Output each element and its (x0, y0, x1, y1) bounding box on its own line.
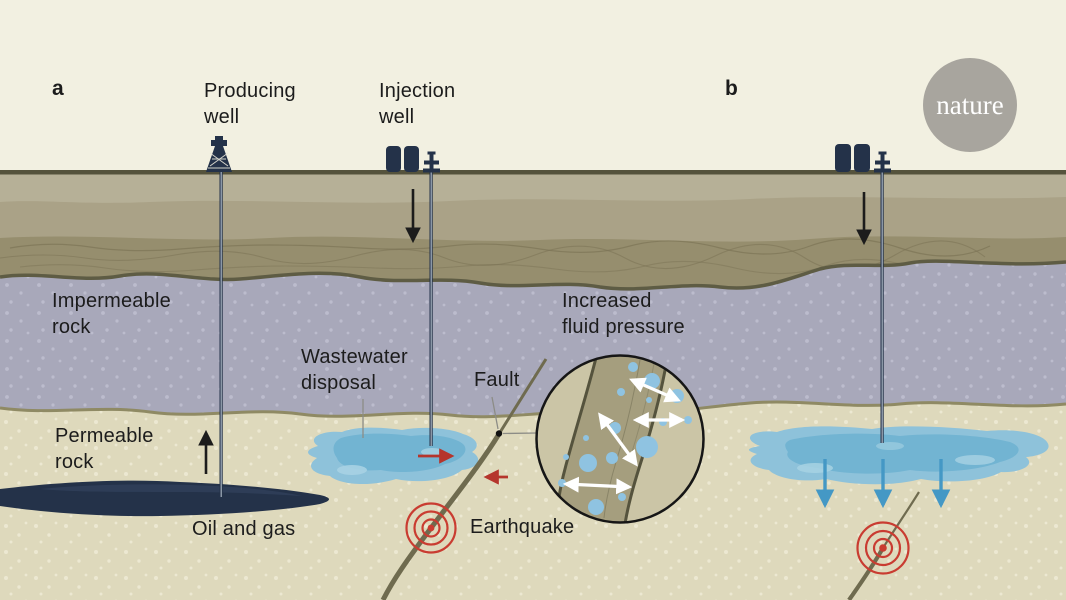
storage-tanks-icon-b (835, 144, 870, 172)
fault-point-dot (495, 430, 503, 437)
earthquake-rings-icon-b (856, 521, 910, 575)
wastewater-disposal-label: Wastewater disposal (301, 346, 408, 394)
permeable-rock-label: Permeable rock (55, 425, 154, 473)
storage-tanks-icon-a (386, 146, 419, 172)
oil-and-gas-deposit (0, 480, 329, 517)
injection-well-label: Injection well (379, 80, 456, 128)
earthquake-rings-icon-a (405, 502, 457, 554)
magnifier-circle (535, 354, 705, 524)
producing-well-pipe (219, 172, 223, 497)
panel-a-label: a (52, 77, 64, 100)
injection-well-pipe-a (429, 172, 433, 446)
wellhead-icon-a (423, 151, 440, 173)
earthquake-label: Earthquake (470, 516, 575, 538)
nature-logo (923, 58, 1017, 152)
fault-leader-line (491, 396, 499, 430)
ground-surface-line (0, 170, 1066, 175)
magnifier-leader-line (502, 432, 538, 435)
oil-and-gas-label: Oil and gas (192, 518, 296, 540)
injection-well-pipe-b (880, 172, 884, 443)
sky (0, 0, 1066, 175)
panel-b-label: b (725, 77, 739, 100)
fault-line-b (847, 491, 920, 600)
derrick-icon (206, 136, 232, 172)
pressure-arrow-icons (815, 459, 951, 509)
pressure-double-arrows (562, 377, 686, 495)
impermeable-rock-label: Impermeable rock (52, 290, 171, 338)
producing-well-label: Producing well (204, 80, 296, 128)
nature-logo-text: nature (936, 90, 1004, 120)
increased-fluid-pressure-label: Increased fluid pressure (562, 290, 685, 338)
leader-lines (362, 396, 538, 438)
wellhead-icon-b (874, 151, 891, 173)
fault-label: Fault (474, 369, 520, 391)
